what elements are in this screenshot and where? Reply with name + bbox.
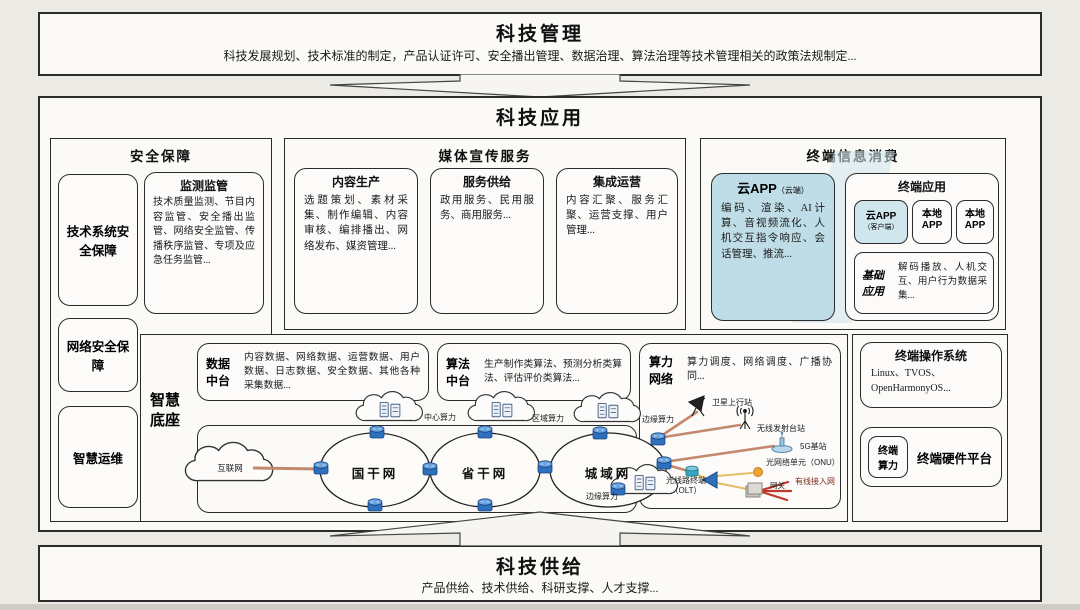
terminal-hw-title: 终端硬件平台 bbox=[916, 451, 992, 466]
onu-label: 光网络单元（ONU） bbox=[766, 458, 840, 467]
basic-app-title: 基础应用 bbox=[862, 270, 884, 298]
security-item-tech-system: 技术系统安全保障 bbox=[58, 174, 138, 306]
wireless-station-label: 无线发射台站 bbox=[757, 424, 805, 433]
media-card-service-supply: 服务供给 政用服务、民用服务、商用服务... bbox=[430, 168, 544, 314]
cloud-app-box: 云APP（云端） 编码、渲染、AI计算、音视频流化、人机交互指令响应、会话管理、… bbox=[711, 173, 835, 321]
security-item-network-security: 网络安全保障 bbox=[58, 318, 138, 392]
security-title: 安全保障 bbox=[130, 149, 192, 164]
management-desc: 科技发展规划、技术标准的制定，产品认证许可、安全播出管理、数据治理、算法治理等技… bbox=[223, 49, 857, 63]
monitor-box: 监测监管 技术质量监测、节目内容监管、安全播出监管、网络安全监管、传播秩序监管、… bbox=[144, 172, 264, 314]
chip-line2: APP bbox=[964, 220, 986, 231]
satellite-uplink-label: 卫星上行站 bbox=[712, 398, 752, 407]
terminal-right-column: 终端操作系统 Linux、TVOS、OpenHarmonyOS... 终端算力 … bbox=[852, 334, 1008, 522]
photo-edge-strip bbox=[0, 604, 1080, 610]
terminal-consumption-box: 终端信息消费 云APP（云端） 编码、渲染、AI计算、音视频流化、人机交互指令响… bbox=[700, 138, 1006, 330]
management-box: 科技管理 科技发展规划、技术标准的制定，产品认证许可、安全播出管理、数据治理、算… bbox=[38, 12, 1042, 76]
monitor-title: 监测监管 bbox=[179, 179, 228, 193]
5g-base-station-label: 5G基站 bbox=[800, 442, 827, 451]
terminal-app-title: 终端应用 bbox=[897, 180, 946, 194]
algo-platform-title: 算法中台 bbox=[446, 357, 471, 388]
cloud-app-header: 云APP（云端） bbox=[712, 174, 834, 198]
algo-platform-desc: 生产制作类算法、预测分析类算法、评估评价类算法... bbox=[484, 359, 622, 384]
application-title: 科技应用 bbox=[495, 108, 584, 129]
chip-local-app-1: 本地 APP bbox=[912, 200, 952, 244]
terminal-os-title: 终端操作系统 bbox=[894, 349, 967, 363]
gateway-label: 网关 bbox=[770, 481, 785, 490]
smart-base-box: 智慧底座 数据中台 内容数据、网络数据、运营数据、用户数据、日志数据、安全数据、… bbox=[140, 334, 848, 522]
media-card-title: 服务供给 bbox=[462, 175, 511, 189]
data-platform-title: 数据中台 bbox=[206, 357, 231, 388]
olt-label: 光线路终端 （OLT） bbox=[666, 476, 706, 495]
supply-box: 科技供给 产品供给、技术供给、科研支撑、人才支撑... bbox=[38, 545, 1042, 602]
chip-line1: 本地 bbox=[922, 209, 942, 220]
data-platform-desc: 内容数据、网络数据、运营数据、用户数据、日志数据、安全数据、其他各种采集数据..… bbox=[244, 352, 420, 391]
internet-label: 互联网 bbox=[217, 463, 243, 473]
terminal-os-box: 终端操作系统 Linux、TVOS、OpenHarmonyOS... bbox=[860, 342, 1002, 408]
supply-title: 科技供给 bbox=[495, 557, 584, 578]
ring-label-national: 国干网 bbox=[351, 467, 399, 481]
basic-app-box: 基础应用 解码播放、人机交互、用户行为数据采集... bbox=[854, 252, 994, 314]
media-title: 媒体宣传服务 bbox=[438, 149, 532, 164]
chip-line2: APP bbox=[921, 220, 943, 231]
arrow-down-icon bbox=[329, 74, 751, 98]
terminal-hw-box: 终端算力 终端硬件平台 bbox=[860, 427, 1002, 487]
algo-platform-box: 算法中台 生产制作类算法、预测分析类算法、评估评价类算法... bbox=[437, 343, 631, 401]
media-card-integrated-operation: 集成运营 内容汇聚、服务汇聚、运营支撑、用户管理... bbox=[556, 168, 678, 314]
power-network-header: 算力网络 算力调度、网络调度、广播协同... bbox=[640, 344, 840, 396]
power-network-title: 算力网络 bbox=[649, 355, 674, 386]
cloud-app-tag: （云端） bbox=[776, 186, 809, 195]
power-network-desc: 算力调度、网络调度、广播协同... bbox=[687, 356, 832, 383]
wired-access-label: 有线接入网 bbox=[795, 477, 835, 486]
media-card-desc: 政用服务、民用服务、商用服务... bbox=[440, 195, 534, 222]
chip-line1: 云APP bbox=[865, 211, 897, 222]
smart-base-title: 智慧底座 bbox=[150, 392, 181, 430]
terminal-compute-chip: 终端算力 bbox=[868, 436, 908, 478]
basic-app-desc: 解码播放、人机交互、用户行为数据采集... bbox=[898, 263, 987, 301]
edge-compute-bottom-label: 边缘算力 bbox=[586, 492, 618, 501]
chip-local-app-2: 本地 APP bbox=[956, 200, 994, 244]
cloud-app-desc: 编码、渲染、AI计算、音视频流化、人机交互指令响应、会话管理、推流... bbox=[721, 203, 825, 260]
ring-label-metro: 城域网 bbox=[584, 467, 632, 481]
chip-cloud-app-client: 云APP （客户端） bbox=[854, 200, 908, 244]
terminal-os-desc: Linux、TVOS、OpenHarmonyOS... bbox=[871, 368, 951, 394]
monitor-desc: 技术质量监测、节目内容监管、安全播出监管、网络安全监管、传播秩序监管、专项及应急… bbox=[153, 197, 255, 266]
media-card-desc: 内容汇聚、服务汇聚、运营支撑、用户管理... bbox=[566, 195, 668, 237]
chip-line2: （客户端） bbox=[863, 224, 899, 231]
chip-line1: 本地 bbox=[965, 209, 985, 220]
ring-label-provincial: 省干网 bbox=[461, 467, 509, 481]
security-item-smart-ops: 智慧运维 bbox=[58, 406, 138, 508]
regional-compute-label: 区域算力 bbox=[532, 414, 564, 423]
media-card-content-production: 内容生产 选题策划、素材采集、制作编辑、内容审核、编排播出、网络发布、媒资管理.… bbox=[294, 168, 418, 314]
management-title: 科技管理 bbox=[495, 24, 584, 45]
media-card-title: 集成运营 bbox=[592, 175, 641, 189]
supply-desc: 产品供给、技术供给、科研支撑、人才支撑... bbox=[421, 581, 659, 595]
backbone-network-box bbox=[197, 425, 637, 513]
arrow-up-icon bbox=[329, 511, 751, 546]
media-card-desc: 选题策划、素材采集、制作编辑、内容审核、编排播出、网络发布、媒资管理... bbox=[304, 195, 408, 252]
terminal-app-box: 终端应用 云APP （客户端） 本地 APP 本地 APP 基础应用 解码播放、… bbox=[845, 173, 999, 321]
data-platform-box: 数据中台 内容数据、网络数据、运营数据、用户数据、日志数据、安全数据、其他各种采… bbox=[197, 343, 429, 401]
cloud-app-title: 云APP bbox=[737, 181, 777, 196]
media-card-title: 内容生产 bbox=[331, 175, 380, 189]
central-compute-label: 中心算力 bbox=[424, 413, 456, 422]
edge-compute-top-label: 边缘算力 bbox=[642, 415, 674, 424]
